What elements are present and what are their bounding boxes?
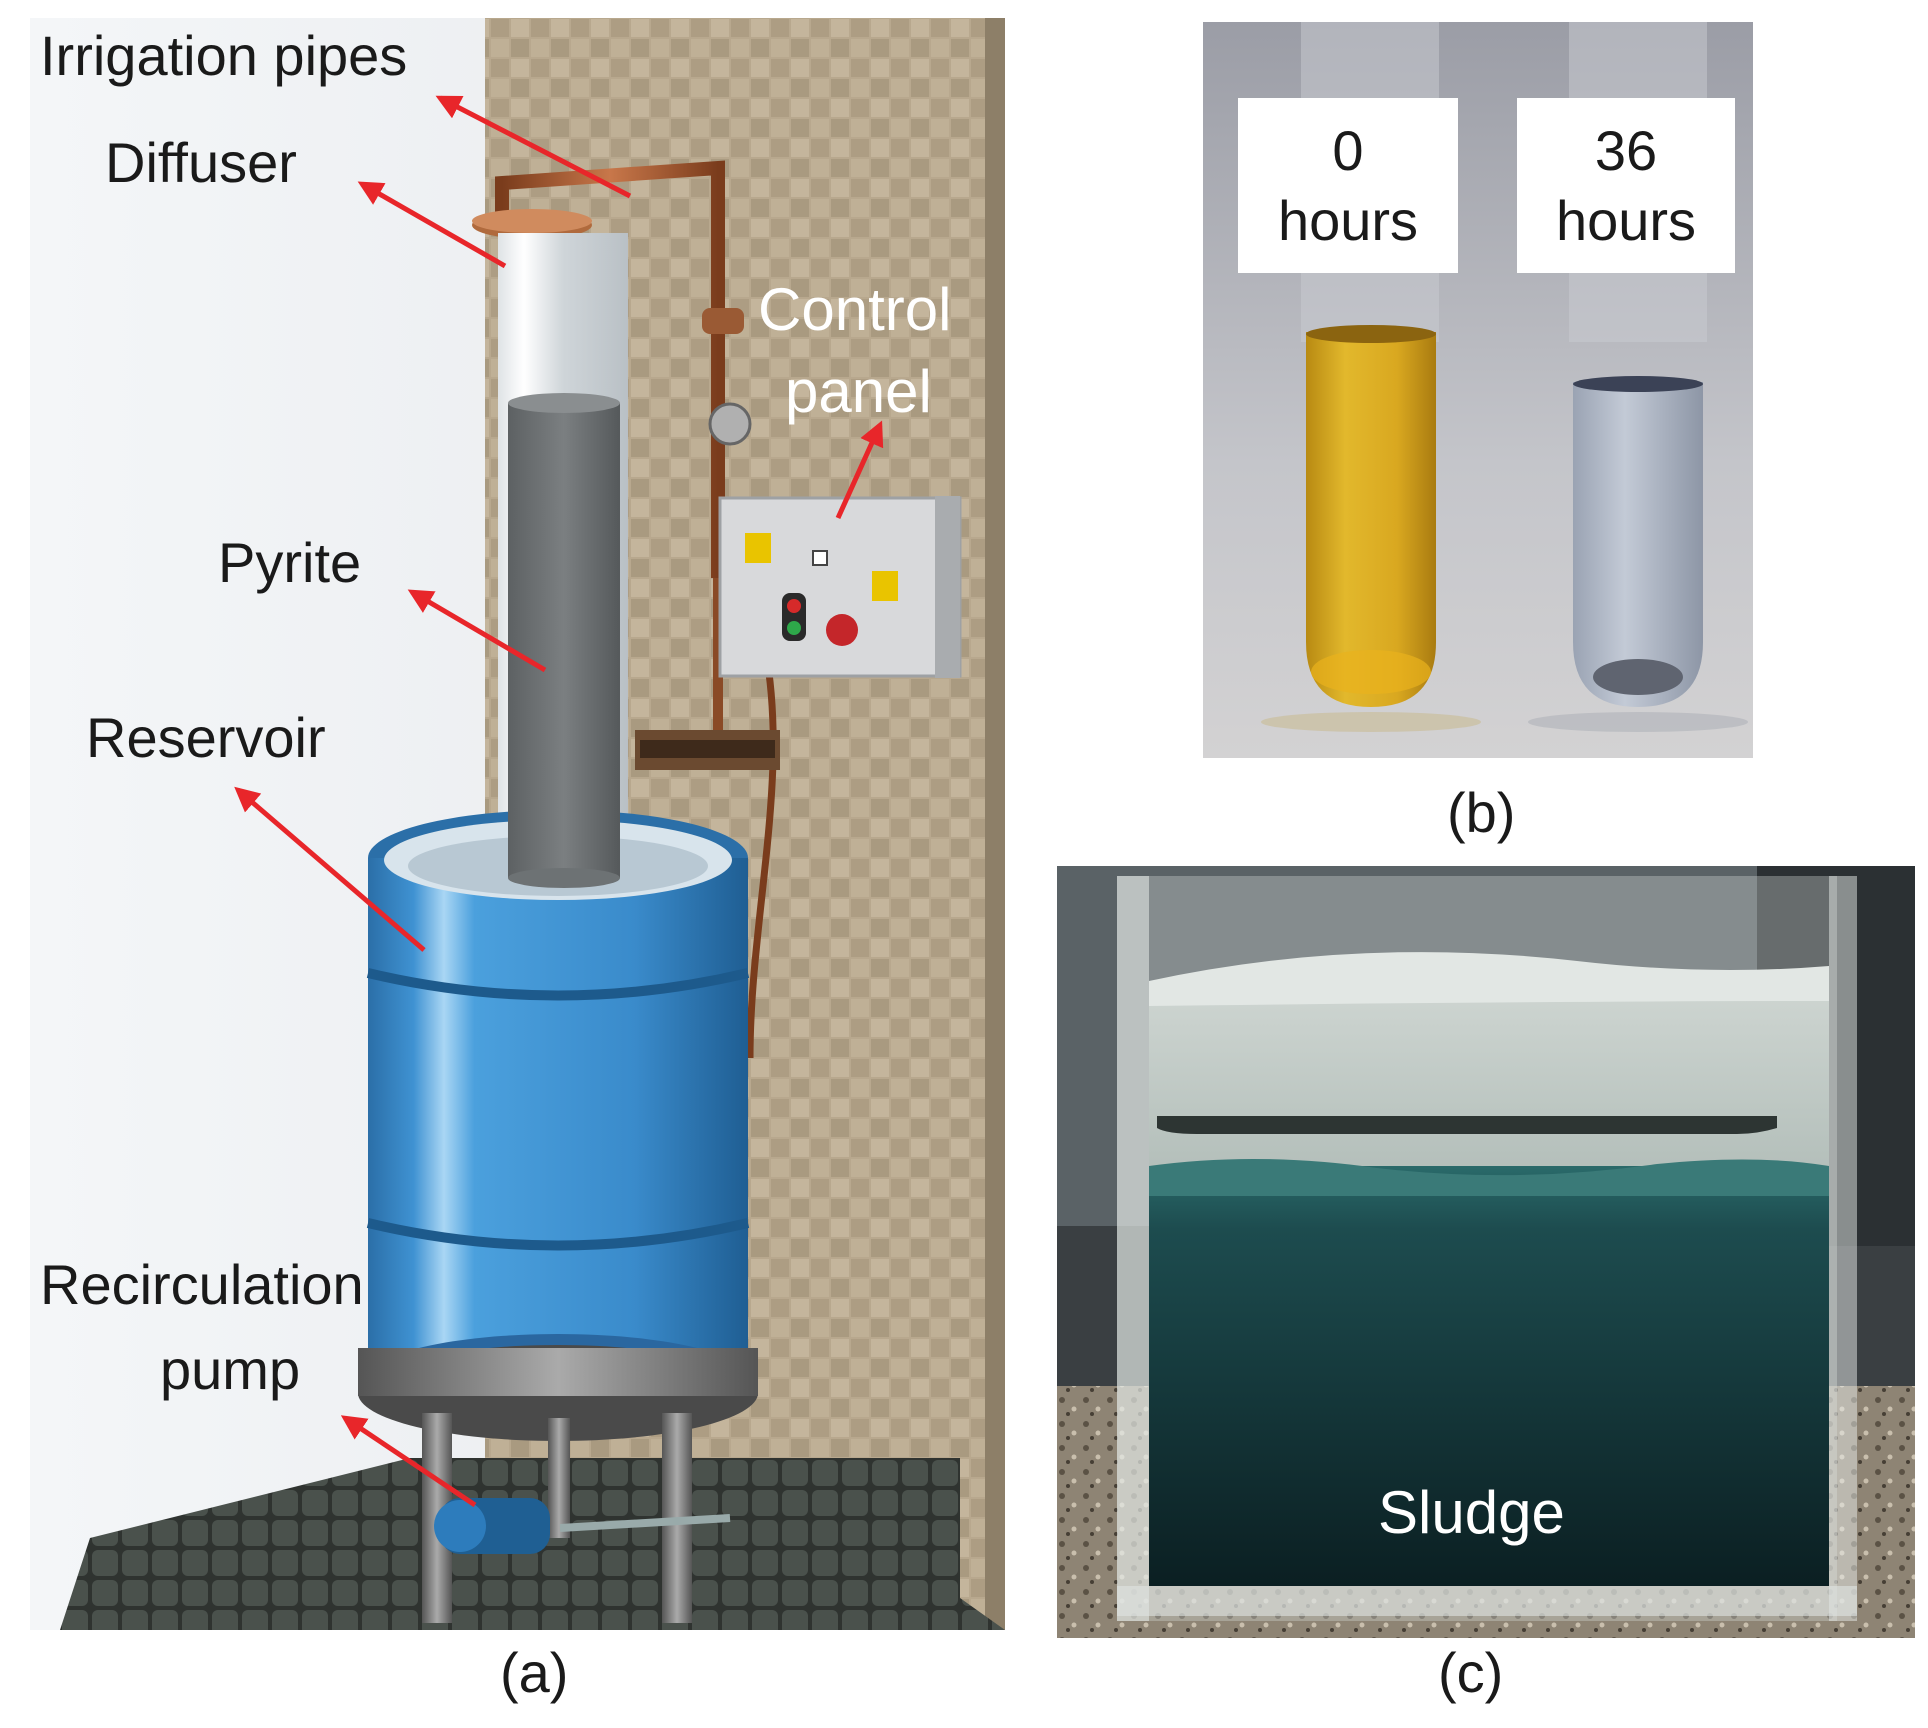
tube-label-36-hours: 36 hours — [1517, 98, 1735, 273]
tube-label-0-value: 0 — [1332, 118, 1364, 182]
reactor-rendering — [30, 18, 1005, 1630]
label-pyrite: Pyrite — [218, 531, 362, 594]
tube-label-36-value: 36 — [1594, 118, 1658, 182]
caption-c: (c) — [1438, 1641, 1504, 1704]
sludge-tank-photo — [1057, 866, 1915, 1638]
caption-b: (b) — [1447, 781, 1516, 844]
label-irrigation-pipes: Irrigation pipes — [40, 24, 408, 87]
label-control-panel-line2: panel — [785, 358, 932, 425]
label-reservoir: Reservoir — [86, 706, 326, 769]
panel-c-photo — [1057, 866, 1915, 1638]
label-diffuser: Diffuser — [105, 131, 297, 194]
panel-a-illustration — [30, 18, 1005, 1630]
label-control-panel-line1: Control — [758, 276, 952, 343]
tube-label-0-hours: 0 hours — [1238, 98, 1458, 273]
tube-label-36-unit: hours — [1555, 188, 1697, 252]
label-pump-line1: Recirculation — [40, 1253, 364, 1316]
tube-label-0-unit: hours — [1277, 188, 1419, 252]
label-pump-line2: pump — [160, 1338, 301, 1401]
label-sludge: Sludge — [1378, 1479, 1565, 1546]
caption-a: (a) — [500, 1641, 569, 1704]
